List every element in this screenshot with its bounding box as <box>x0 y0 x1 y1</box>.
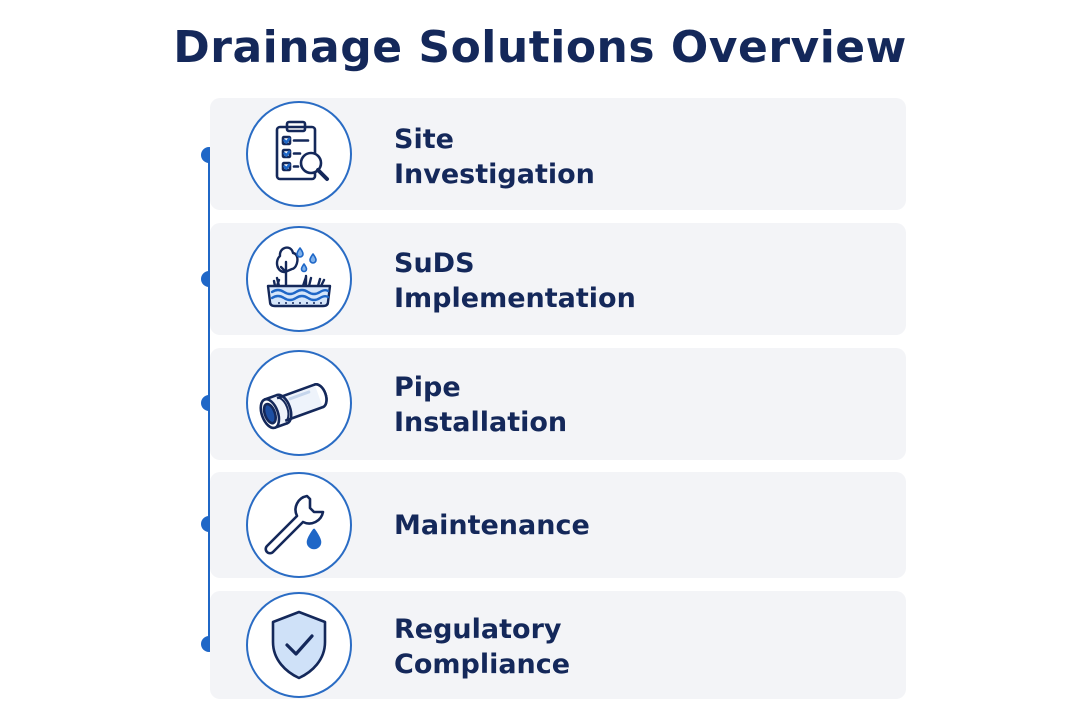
step-label-line2: Installation <box>394 407 568 438</box>
page-title: Drainage Solutions Overview <box>173 22 907 73</box>
step-label-suds-implementation: SuDS Implementation <box>394 246 636 316</box>
step-label-line2: Implementation <box>394 283 636 314</box>
step-label-site-investigation: Site Investigation <box>394 122 595 192</box>
step-label-line1: Maintenance <box>394 510 590 541</box>
step-label-regulatory-compliance: Regulatory Compliance <box>394 612 570 682</box>
step-label-line2: Compliance <box>394 649 571 680</box>
wrench-droplet-icon <box>246 472 352 578</box>
step-label-maintenance: Maintenance <box>394 508 590 543</box>
clipboard-checklist-magnifier-icon <box>246 101 352 207</box>
step-label-pipe-installation: Pipe Installation <box>394 370 567 440</box>
pipe-icon <box>246 350 352 456</box>
step-label-line1: SuDS <box>394 248 475 279</box>
step-label-line1: Regulatory <box>394 614 562 645</box>
step-label-line2: Investigation <box>394 159 595 190</box>
shield-check-icon <box>246 592 352 698</box>
tree-planter-water-icon <box>246 226 352 332</box>
step-label-line1: Pipe <box>394 372 461 403</box>
step-label-line1: Site <box>394 124 454 155</box>
